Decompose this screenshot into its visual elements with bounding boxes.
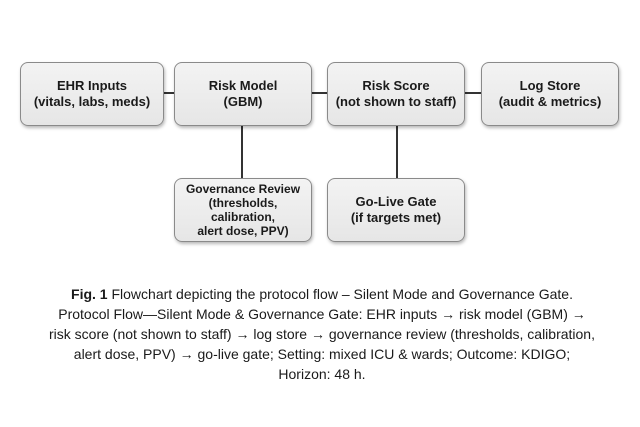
node-log-store: Log Store (audit & metrics)	[481, 62, 619, 126]
node-log-store-title: Log Store	[519, 78, 581, 93]
connector-riskmodel-governance	[241, 126, 243, 178]
connector-riskscore-logstore	[465, 92, 481, 94]
node-risk-score-title: Risk Score	[362, 78, 430, 93]
node-risk-model-subtitle: (GBM)	[223, 94, 263, 109]
node-ehr-title: EHR Inputs	[56, 78, 128, 93]
node-ehr-subtitle: (vitals, labs, meds)	[33, 94, 151, 109]
node-go-live-subtitle: (if targets met)	[350, 210, 442, 225]
connector-riskmodel-riskscore	[312, 92, 327, 94]
node-risk-model: Risk Model (GBM)	[174, 62, 312, 126]
node-governance-title: Governance Review	[185, 182, 301, 196]
node-risk-score-subtitle: (not shown to staff)	[335, 94, 457, 109]
figure-label: Fig. 1	[71, 286, 108, 302]
node-log-store-subtitle: (audit & metrics)	[498, 94, 602, 109]
figure-caption-text: Flowchart depicting the protocol flow – …	[49, 286, 595, 382]
node-governance-line-2: (thresholds,	[208, 196, 278, 210]
figure-caption: Fig. 1 Flowchart depicting the protocol …	[48, 284, 596, 384]
flowchart: EHR Inputs (vitals, labs, meds) Risk Mod…	[20, 62, 619, 242]
node-risk-score: Risk Score (not shown to staff)	[327, 62, 465, 126]
node-governance-review: Governance Review (thresholds, calibrati…	[174, 178, 312, 242]
node-ehr-inputs: EHR Inputs (vitals, labs, meds)	[20, 62, 164, 126]
node-go-live-gate: Go-Live Gate (if targets met)	[327, 178, 465, 242]
connector-ehr-riskmodel	[164, 92, 174, 94]
node-governance-line-4: alert dose, PPV)	[197, 224, 289, 238]
connector-riskscore-golive	[396, 126, 398, 178]
node-governance-line-3: calibration,	[210, 210, 275, 224]
node-risk-model-title: Risk Model	[208, 78, 278, 93]
node-go-live-title: Go-Live Gate	[355, 194, 437, 209]
